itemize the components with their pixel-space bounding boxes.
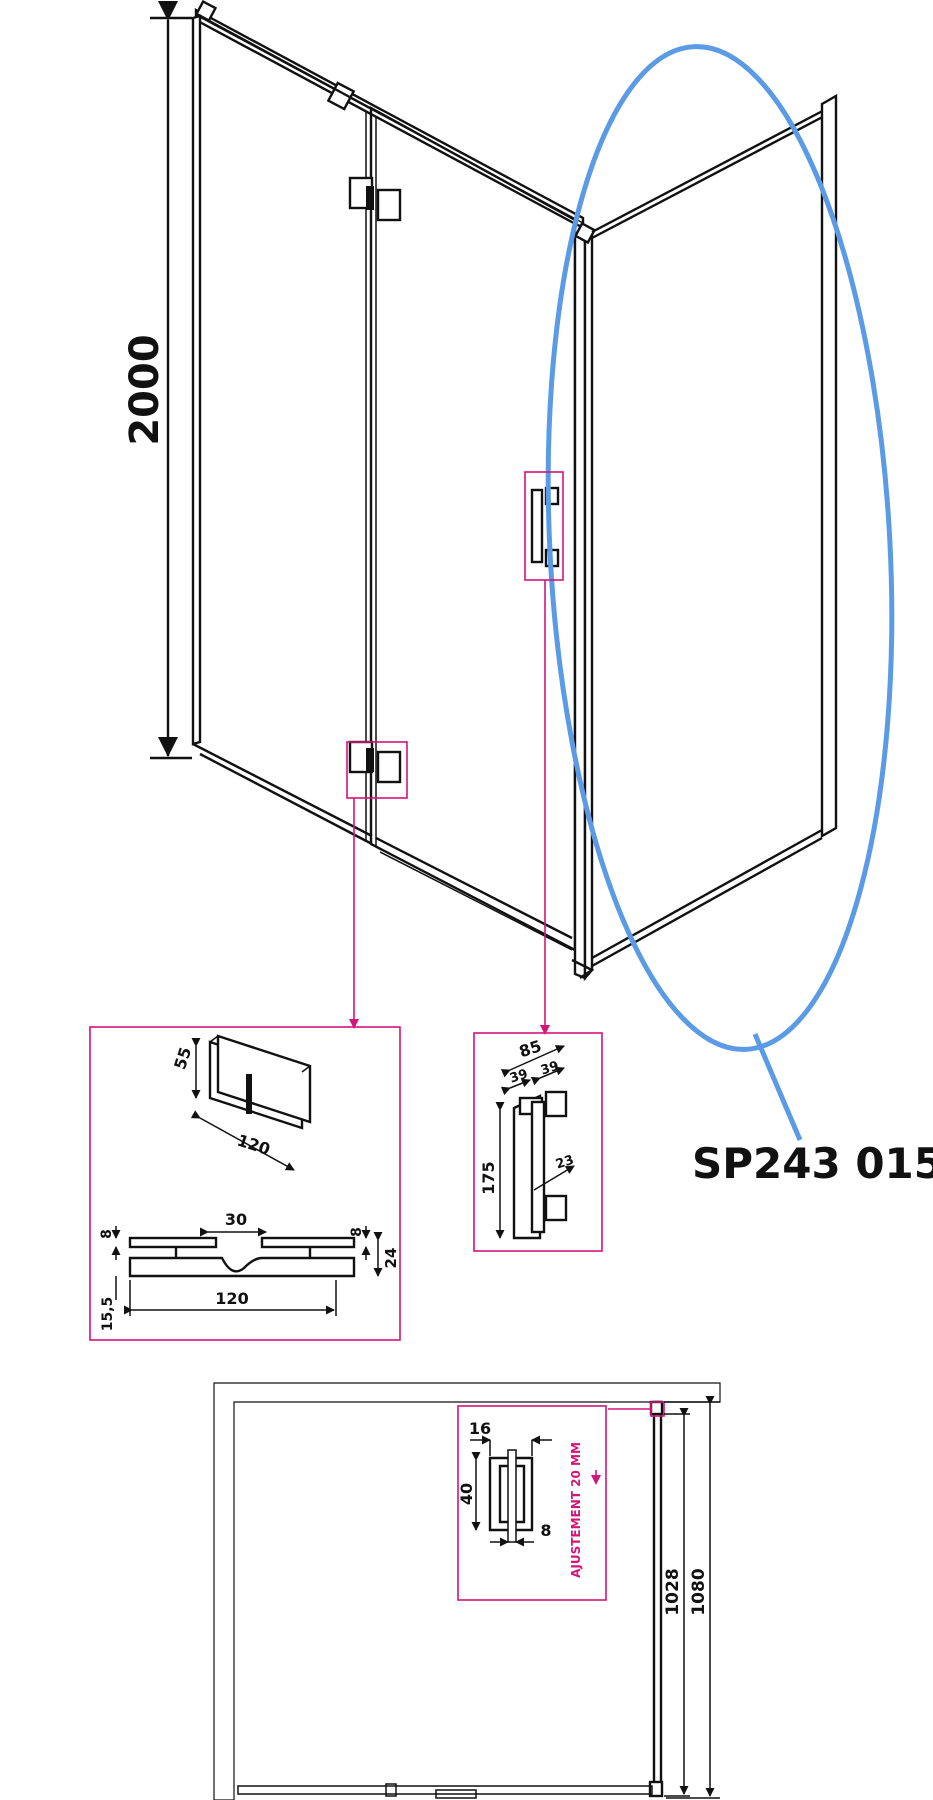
floor-plan: 16 40 8 AJUSTEMENT 20 MM 1028 1080 (213, 1382, 721, 1800)
upper-hinge (348, 176, 402, 222)
hinge-dim-left-top: 8 (99, 1229, 115, 1239)
height-label: 2000 (122, 334, 168, 445)
profile-dim-glass: 8 (540, 1521, 551, 1540)
callout-markers (346, 471, 564, 1035)
hinge-dim-left-bottom: 15,5 (100, 1297, 116, 1332)
handle-dim-right: 39 (539, 1059, 561, 1079)
profile-dim-width: 16 (469, 1419, 491, 1438)
height-dimension: 2000 (122, 1, 192, 760)
shower-3d-view (191, 0, 838, 982)
adjustment-label: AJUSTEMENT 20 MM (569, 1442, 583, 1578)
plan-inner-length: 1028 (663, 1568, 683, 1615)
handle-dim-left: 39 (508, 1067, 530, 1087)
hinge-dim-length-bottom: 120 (215, 1289, 248, 1308)
hinge-detail: 55 120 30 8 8 24 15,5 120 (89, 1026, 401, 1341)
hinge-dim-length-top: 120 (235, 1131, 273, 1159)
hinge-dim-gap: 30 (225, 1210, 247, 1229)
hinge-dim-right-total: 24 (382, 1248, 400, 1269)
product-code: SP243 015 (692, 1139, 933, 1188)
plan-outer-length: 1080 (689, 1568, 709, 1615)
profile-dim-depth: 40 (457, 1483, 476, 1505)
door-handle (530, 486, 560, 568)
handle-dim-diameter: 23 (554, 1153, 576, 1173)
highlight-ellipse (545, 44, 895, 1052)
hinge-dim-right-top: 8 (349, 1227, 365, 1237)
hinge-dim-height: 55 (170, 1045, 195, 1072)
callout-leader (752, 1033, 803, 1141)
handle-detail: 85 39 39 175 23 (473, 1032, 603, 1252)
lower-hinge (348, 740, 402, 784)
handle-dim-height: 175 (479, 1161, 498, 1194)
